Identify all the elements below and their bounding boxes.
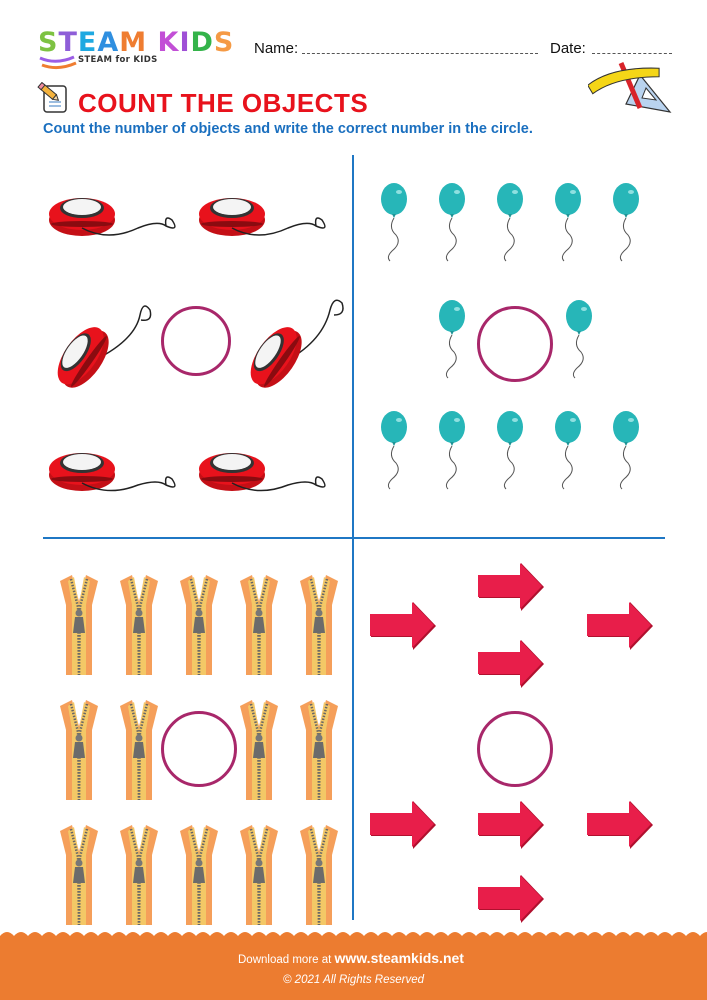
name-field[interactable] [302, 53, 538, 54]
balloon-icon [554, 411, 582, 490]
footer [0, 940, 707, 1000]
logo-letter: D [190, 27, 214, 58]
arrow-icon [478, 801, 544, 849]
balloon-icon [438, 411, 466, 490]
yoyo-icon [241, 299, 344, 396]
ruler-set-square-icon [588, 62, 672, 113]
zipper-icon [118, 700, 160, 802]
zipper-icon [58, 825, 100, 927]
balloon-icon [612, 411, 640, 490]
balloon-icon [380, 411, 408, 490]
instruction-text: Count the number of objects and write th… [43, 121, 533, 137]
zipper-icon [298, 825, 340, 927]
zipper-icon [58, 700, 100, 802]
horizontal-divider [43, 537, 665, 539]
logo-letter: A [97, 27, 120, 58]
name-label: Name: [254, 40, 299, 57]
pencil-paper-icon [37, 82, 67, 113]
arrow-icon [370, 801, 436, 849]
zipper-icon [298, 575, 340, 677]
footer-download-prefix: Download more at [238, 954, 332, 966]
yoyo-icon [48, 305, 152, 396]
zipper-icon [118, 575, 160, 677]
logo-letter: I [179, 27, 191, 58]
arrow-icon [478, 875, 544, 923]
footer-copyright: © 2021 All Rights Reserved [283, 974, 425, 986]
logo-letter [147, 28, 157, 58]
yoyo-icon [199, 453, 326, 492]
logo-letter: K [157, 27, 180, 58]
balloon-icon [565, 300, 593, 379]
yoyo-icon [49, 453, 176, 492]
balloon-icon [380, 183, 408, 262]
steam-kids-logo: STEAM KIDS [38, 28, 234, 58]
logo-letter: S [213, 27, 235, 58]
arrow-icon [478, 563, 544, 611]
arrow-icon [587, 801, 653, 849]
answer-circle-zippers[interactable] [161, 711, 237, 787]
zipper-icon [238, 575, 280, 677]
balloon-icon [612, 183, 640, 262]
zipper-icon [178, 825, 220, 927]
answer-circle-yoyos[interactable] [161, 306, 231, 376]
zipper-icon [58, 575, 100, 677]
balloon-icon [438, 183, 466, 262]
balloon-icon [554, 183, 582, 262]
balloon-icon [496, 183, 524, 262]
logo-letter: T [58, 27, 78, 58]
zipper-icon [238, 825, 280, 927]
arrow-icon [370, 602, 436, 650]
arrow-icon [478, 640, 544, 688]
zipper-icon [238, 700, 280, 802]
page-title: COUNT THE OBJECTS [78, 88, 369, 118]
zipper-icon [118, 825, 160, 927]
logo-letter: E [77, 27, 98, 58]
date-label: Date: [550, 40, 586, 57]
logo-letter: M [119, 27, 148, 58]
zipper-icon [178, 575, 220, 677]
logo-swoosh-icon [39, 55, 77, 70]
yoyo-icon [199, 198, 326, 236]
logo-letter: S [38, 27, 59, 58]
zipper-icon [298, 700, 340, 802]
answer-circle-arrows[interactable] [477, 711, 553, 787]
logo-subtitle: STEAM for KIDS [78, 55, 158, 65]
balloon-icon [496, 411, 524, 490]
date-field[interactable] [592, 53, 672, 54]
arrow-icon [587, 602, 653, 650]
answer-circle-balloons[interactable] [477, 306, 553, 382]
footer-website-link[interactable]: www.steamkids.net [334, 950, 464, 966]
footer-download-text: Download more at www.steamkids.net [238, 950, 464, 966]
balloon-icon [438, 300, 466, 379]
footer-scallop-edge [0, 932, 707, 942]
yoyo-icon [49, 198, 176, 236]
